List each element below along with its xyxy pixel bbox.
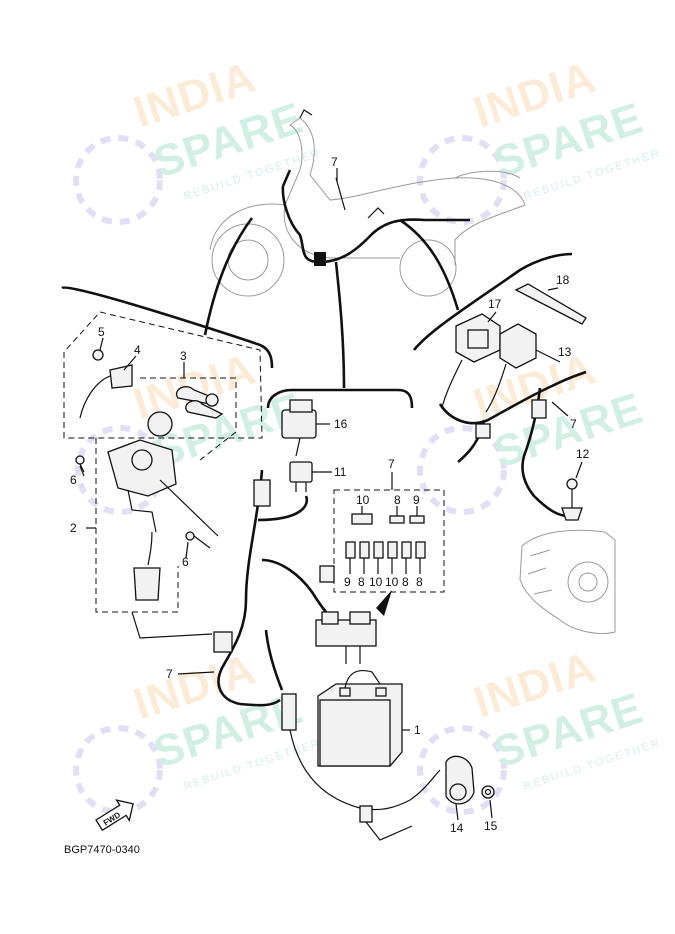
harness-coupler <box>253 479 271 507</box>
watermark-top-left: INDIA SPARE REBUILD TOGETHER <box>73 52 322 225</box>
center-wire-harness <box>213 469 341 731</box>
switch-connector-plug <box>133 567 161 601</box>
callout-labels: 7 5 4 3 6 2 6 16 11 7 7 1 14 15 13 17 18… <box>70 155 590 835</box>
harness-clamp <box>475 423 491 439</box>
fuse-slot <box>401 541 412 559</box>
bolt-part-6-left <box>75 455 85 465</box>
callout-1: 1 <box>414 723 421 737</box>
fuse-slot <box>387 541 398 559</box>
callout-5: 5 <box>98 325 105 339</box>
panel-frame-right <box>412 252 573 351</box>
callout-7: 7 <box>570 417 577 431</box>
fuse-slot <box>373 541 384 559</box>
fuse-slot <box>345 541 356 559</box>
relay-part-16 <box>281 399 317 457</box>
fuse-label-bottom: 8 <box>358 575 365 589</box>
fuse-label-bottom: 8 <box>416 575 423 589</box>
fuse-label-bottom: 9 <box>344 575 351 589</box>
leader-curve-left <box>203 217 254 336</box>
fuse-slot <box>389 515 405 524</box>
fuse-label-top: 10 <box>356 493 370 507</box>
fuse-slot <box>409 515 425 524</box>
watermark-top-right: INDIA SPARE REBUILD TOGETHER <box>417 52 662 225</box>
wrench-logo-icon <box>417 725 507 815</box>
key-set-part-3 <box>175 386 224 419</box>
bolt-part-6-right <box>185 531 195 541</box>
sensor-part-14 <box>445 755 475 805</box>
engine-outline <box>519 529 616 634</box>
relay-part-13 <box>485 323 537 413</box>
callout-17: 17 <box>488 297 502 311</box>
callout-14: 14 <box>450 821 464 835</box>
callout-7: 7 <box>166 667 173 681</box>
fuse-label-top: 9 <box>413 493 420 507</box>
bolt-part-12 <box>561 478 583 521</box>
harness-clamp <box>531 399 547 419</box>
leader-curve-center <box>334 261 346 389</box>
bolt-part-15 <box>481 785 495 799</box>
fuse-label-bottom: 10 <box>369 575 383 589</box>
callout-6: 6 <box>182 555 189 569</box>
callout-15: 15 <box>484 819 498 833</box>
leader-curve-right <box>399 218 460 311</box>
relay-part-17 <box>441 313 501 409</box>
relay-part-11 <box>289 461 313 492</box>
callout-18: 18 <box>556 273 570 287</box>
watermark-middle-right: INDIA SPARE <box>417 344 649 515</box>
fwd-arrow-icon: FWD <box>95 799 134 832</box>
main-switch-assembly <box>63 311 263 639</box>
harness-plug <box>281 693 297 731</box>
leader-lines <box>79 168 583 821</box>
dashed-group-outline <box>63 311 263 439</box>
callout-4: 4 <box>134 343 141 357</box>
fuse-slot <box>351 513 373 525</box>
panel-frame-center <box>266 388 414 409</box>
cable-tie-part-18 <box>514 283 587 325</box>
callout-6: 6 <box>70 473 77 487</box>
screw-part-5 <box>92 349 104 361</box>
callout-7: 7 <box>388 457 395 471</box>
panel-frame-left <box>61 286 274 369</box>
fuse-box-housing <box>315 611 377 664</box>
wrench-logo-icon <box>73 135 163 225</box>
dashed-group-outline-lower <box>95 438 179 613</box>
harness-connector <box>314 252 326 266</box>
battery-part-1 <box>317 669 403 767</box>
callout-7: 7 <box>331 155 338 169</box>
diagram-code: BGP7470-0340 <box>64 844 140 856</box>
harness-coupler <box>319 565 335 583</box>
bracket-part-4 <box>109 364 133 389</box>
callout-2: 2 <box>70 521 77 535</box>
callout-11: 11 <box>334 465 347 479</box>
callout-16: 16 <box>334 417 348 431</box>
watermark-bottom-right: INDIA SPARE REBUILD TOGETHER <box>417 642 662 815</box>
harness-coupler <box>213 631 233 653</box>
fuse-slot <box>415 541 426 559</box>
fuse-label-top: 8 <box>394 493 401 507</box>
wrench-logo-icon <box>417 425 507 515</box>
fuse-slot <box>359 541 370 559</box>
sensor-plug <box>359 805 373 823</box>
harness-routing-top <box>281 169 470 266</box>
callout-3: 3 <box>180 349 187 363</box>
fuse-label-bottom: 8 <box>402 575 409 589</box>
fuse-label-bottom: 10 <box>385 575 399 589</box>
fuse-box-pointer <box>376 590 392 616</box>
dashed-group-keys <box>140 377 237 461</box>
wrench-logo-icon <box>73 725 163 815</box>
sensor-wire <box>289 729 441 811</box>
wrench-logo-icon <box>417 135 507 225</box>
fuse-box-detail <box>333 472 445 593</box>
callout-13: 13 <box>558 345 572 359</box>
ignition-switch-body <box>107 411 177 533</box>
callout-12: 12 <box>576 447 590 461</box>
fuse-box-labels: 10 8 9 9 8 10 10 8 8 <box>344 493 423 589</box>
right-wire-harness <box>438 370 587 518</box>
